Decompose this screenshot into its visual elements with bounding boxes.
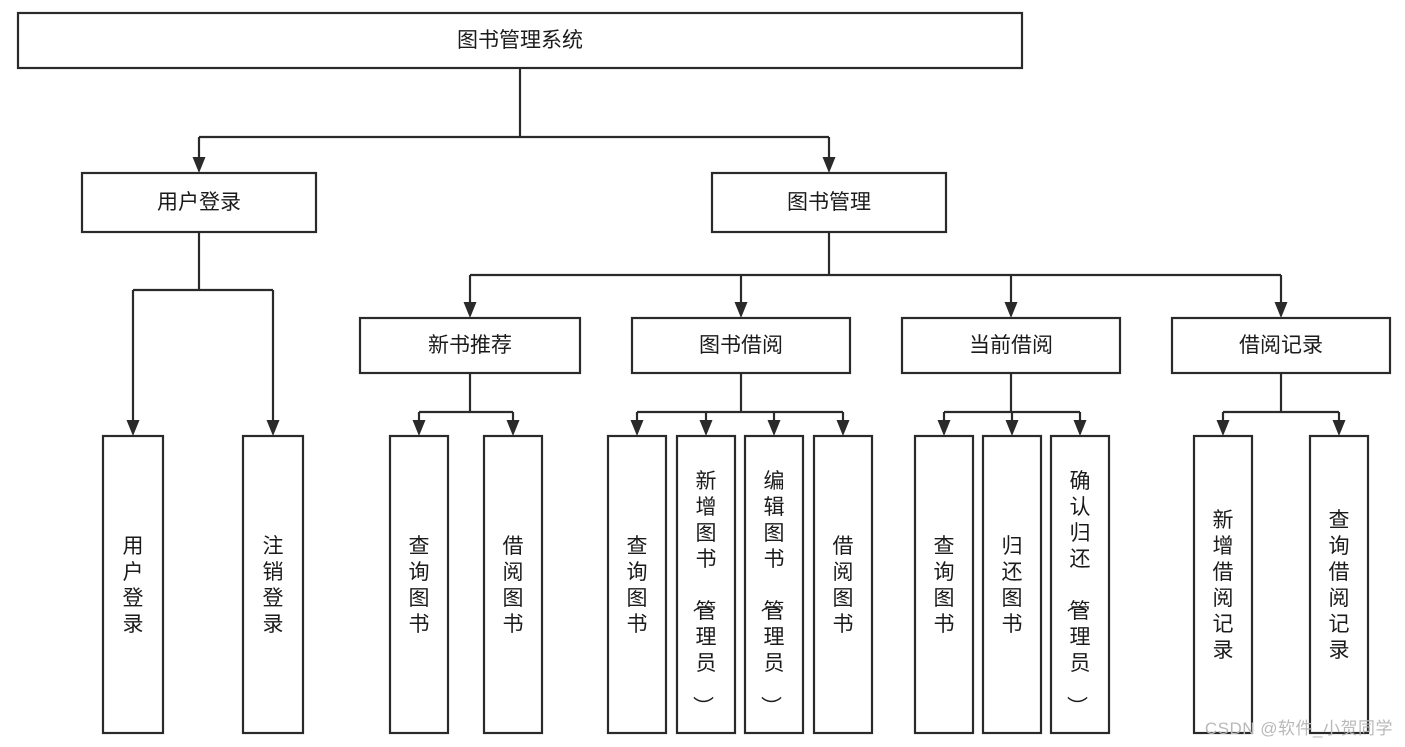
arrow-head-icon: [1004, 302, 1018, 318]
node-leaf-query-record[interactable]: 查询借阅记录: [1308, 434, 1370, 735]
node-box-new-book-rec[interactable]: [358, 316, 582, 375]
node-label-borrow-record: 借阅记录: [1239, 334, 1323, 357]
arrow-head-icon: [1073, 420, 1087, 436]
arrow-head-icon: [266, 420, 280, 436]
arrow-head-icon: [937, 420, 951, 436]
node-label-leaf-add-book: 新增图书（管理员）: [691, 470, 717, 717]
node-box-user-login[interactable]: [80, 171, 318, 234]
node-label-root: 图书管理系统: [457, 29, 583, 52]
node-label-leaf-borrow-book-1: 借阅图书: [503, 535, 524, 636]
arrow-head-icon: [126, 420, 140, 436]
connector-layer: [126, 68, 1346, 436]
node-box-leaf-return-book[interactable]: [981, 434, 1043, 735]
node-leaf-edit-book[interactable]: 编辑图书（管理员）: [743, 434, 805, 735]
arrow-head-icon: [699, 420, 713, 436]
arrow-head-icon: [506, 420, 520, 436]
node-label-book-borrow: 图书借阅: [699, 334, 783, 357]
node-label-leaf-user-login: 用户登录: [123, 535, 144, 636]
arrow-head-icon: [767, 420, 781, 436]
arrow-head-icon: [463, 302, 477, 318]
node-box-leaf-query-record[interactable]: [1308, 434, 1370, 735]
node-leaf-user-logout[interactable]: 注销登录: [241, 434, 305, 735]
node-layer: 图书管理系统用户登录图书管理新书推荐图书借阅当前借阅借阅记录用户登录注销登录查询…: [16, 11, 1392, 735]
arrow-head-icon: [836, 420, 850, 436]
node-box-leaf-confirm-return[interactable]: [1049, 434, 1111, 735]
node-leaf-borrow-book-1[interactable]: 借阅图书: [482, 434, 544, 735]
node-label-leaf-return-book: 归还图书: [1002, 535, 1023, 636]
node-box-leaf-user-logout[interactable]: [241, 434, 305, 735]
node-box-leaf-edit-book[interactable]: [743, 434, 805, 735]
node-new-book-rec[interactable]: 新书推荐: [358, 316, 582, 375]
node-box-leaf-query-book-2[interactable]: [606, 434, 668, 735]
node-leaf-query-book-3[interactable]: 查询图书: [913, 434, 975, 735]
node-leaf-add-book[interactable]: 新增图书（管理员）: [675, 434, 737, 735]
node-leaf-query-book-1[interactable]: 查询图书: [388, 434, 450, 735]
node-leaf-query-book-2[interactable]: 查询图书: [606, 434, 668, 735]
node-box-leaf-add-record[interactable]: [1192, 434, 1254, 735]
arrow-head-icon: [192, 157, 206, 173]
node-box-borrow-record[interactable]: [1170, 316, 1392, 375]
node-label-leaf-query-book-3: 查询图书: [934, 535, 955, 636]
watermark-text: CSDN @软件_小贺同学: [1204, 719, 1393, 738]
node-label-leaf-user-logout: 注销登录: [263, 535, 284, 636]
node-label-leaf-query-book-2: 查询图书: [627, 535, 648, 636]
node-root[interactable]: 图书管理系统: [16, 11, 1024, 70]
node-box-leaf-add-book[interactable]: [675, 434, 737, 735]
node-book-borrow[interactable]: 图书借阅: [630, 316, 852, 375]
node-box-leaf-query-book-3[interactable]: [913, 434, 975, 735]
node-box-leaf-borrow-book-2[interactable]: [812, 434, 874, 735]
node-leaf-borrow-book-2[interactable]: 借阅图书: [812, 434, 874, 735]
node-label-user-login: 用户登录: [157, 191, 241, 214]
node-label-book-manage: 图书管理: [787, 191, 871, 214]
node-book-manage[interactable]: 图书管理: [710, 171, 948, 234]
node-box-leaf-borrow-book-1[interactable]: [482, 434, 544, 735]
node-label-new-book-rec: 新书推荐: [428, 334, 512, 357]
node-box-book-borrow[interactable]: [630, 316, 852, 375]
node-label-leaf-query-book-1: 查询图书: [409, 535, 430, 636]
node-leaf-return-book[interactable]: 归还图书: [981, 434, 1043, 735]
node-label-leaf-add-record: 新增借阅记录: [1213, 509, 1234, 662]
node-box-leaf-query-book-1[interactable]: [388, 434, 450, 735]
node-leaf-add-record[interactable]: 新增借阅记录: [1192, 434, 1254, 735]
arrow-head-icon: [1332, 420, 1346, 436]
node-label-leaf-query-record: 查询借阅记录: [1329, 509, 1350, 662]
node-label-leaf-confirm-return: 确认归还（管理员）: [1065, 470, 1091, 717]
node-box-current-borrow[interactable]: [900, 316, 1122, 375]
node-label-current-borrow: 当前借阅: [969, 334, 1053, 357]
arrow-head-icon: [734, 302, 748, 318]
node-leaf-user-login[interactable]: 用户登录: [101, 434, 165, 735]
node-user-login[interactable]: 用户登录: [80, 171, 318, 234]
node-borrow-record[interactable]: 借阅记录: [1170, 316, 1392, 375]
node-box-leaf-user-login[interactable]: [101, 434, 165, 735]
node-current-borrow[interactable]: 当前借阅: [900, 316, 1122, 375]
arrow-head-icon: [1274, 302, 1288, 318]
arrow-head-icon: [1216, 420, 1230, 436]
node-label-leaf-borrow-book-2: 借阅图书: [833, 535, 854, 636]
node-box-root[interactable]: [16, 11, 1024, 70]
arrow-head-icon: [630, 420, 644, 436]
arrow-head-icon: [1005, 420, 1019, 436]
node-box-book-manage[interactable]: [710, 171, 948, 234]
node-leaf-confirm-return[interactable]: 确认归还（管理员）: [1049, 434, 1111, 735]
arrow-head-icon: [822, 157, 836, 173]
node-label-leaf-edit-book: 编辑图书（管理员）: [759, 470, 785, 717]
arrow-head-icon: [412, 420, 426, 436]
